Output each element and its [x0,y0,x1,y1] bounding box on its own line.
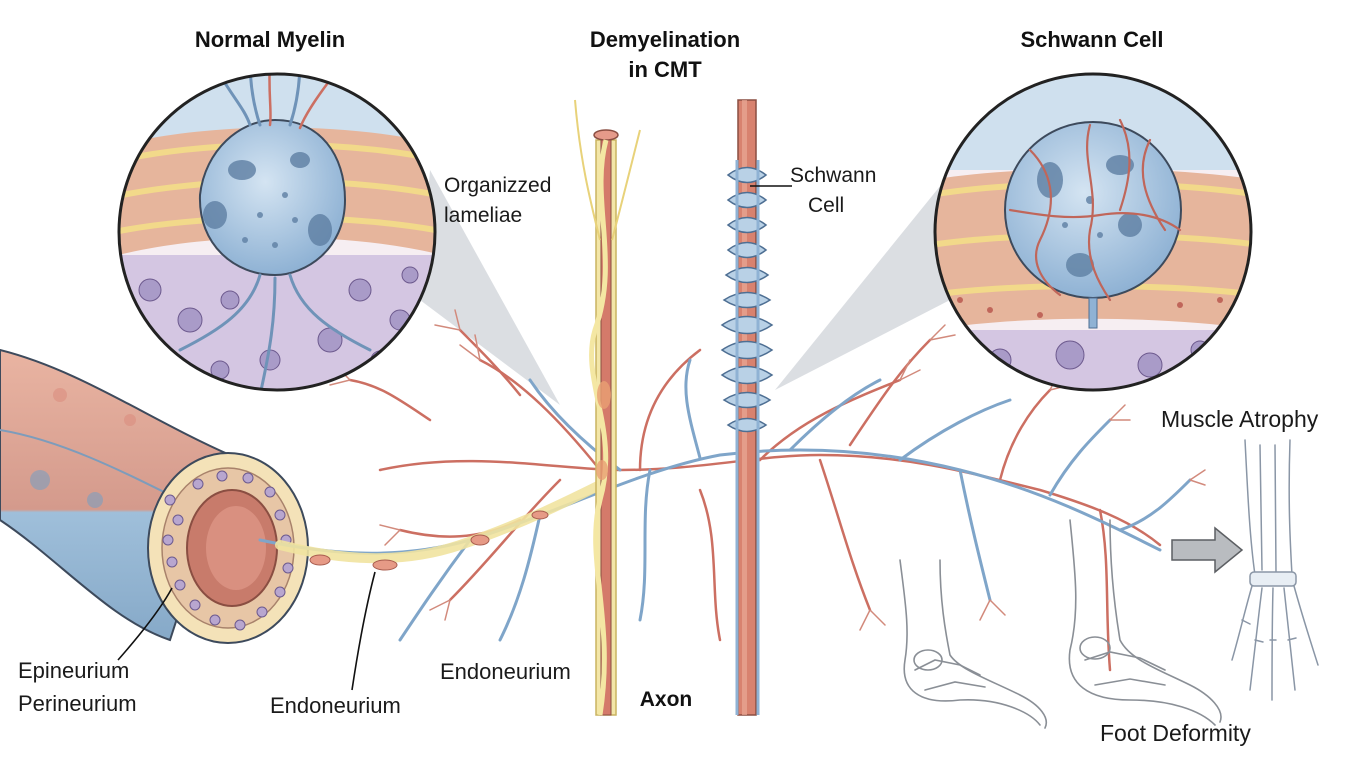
nerve-branches-blue [258,358,1192,642]
label-foot-deformity: Foot Deformity [1100,720,1251,746]
myelinated-axon [720,99,774,716]
heading-demyelination-line1: Demyelination [590,27,740,52]
nerve-branches-red [348,328,1162,672]
label-endoneurium-left: Endoneurium [270,693,401,718]
label-schwann-line1: Schwann [790,164,876,187]
label-organized-line2: lameliae [444,204,522,227]
heading-demyelination-line2: in CMT [628,57,702,82]
label-organized-line1: Organizzed [444,174,551,197]
magnify-cone-right [775,180,950,390]
demyelinated-axon [574,99,641,716]
heading-normal-myelin: Normal Myelin [195,27,345,52]
label-endoneurium-center: Endoneurium [440,659,571,684]
heading-schwann-cell: Schwann Cell [1020,27,1163,52]
damaged-myelin-sheath [275,475,615,564]
foot-illustration-left [899,559,1047,729]
nerve-cross-section [147,452,309,644]
label-epineurium: Epineurium [18,658,129,683]
label-schwann-line2: Cell [808,194,844,217]
magnify-cone-left [420,170,560,405]
schwann-spiral [720,166,774,433]
leader-lines [117,185,792,691]
myelin-debris [309,510,549,571]
label-muscle-atrophy: Muscle Atrophy [1161,406,1319,432]
progression-arrow [1171,526,1244,574]
atrophied-hand-illustration [1231,439,1319,701]
normal-myelin-magnified [117,72,437,392]
foot-illustration-right [1068,519,1222,726]
fascicle-dots [162,470,294,631]
schwann-cell-magnified [933,72,1253,392]
label-axon: Axon [640,688,693,711]
label-perineurium: Perineurium [18,691,137,716]
